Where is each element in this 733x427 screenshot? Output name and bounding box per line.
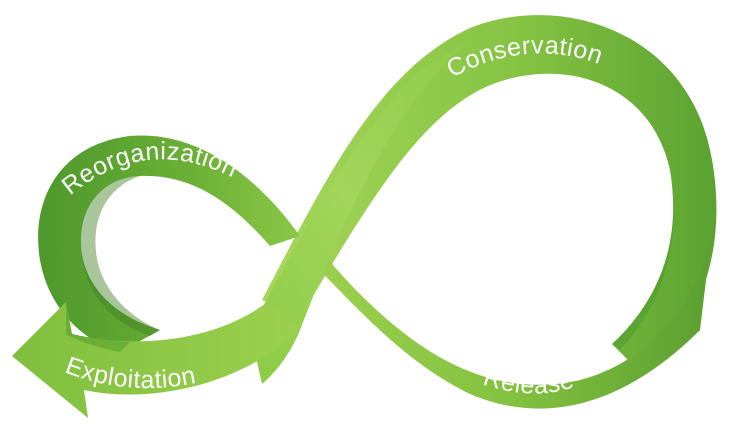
conservation-band-shadow (612, 146, 674, 350)
release-band (300, 230, 712, 409)
reorganization-band (38, 135, 300, 352)
exploitation-arrow (12, 300, 300, 418)
crossing-band (250, 40, 470, 384)
reorganization-band-shadow (81, 176, 160, 336)
exploitation-arrow-fold (66, 302, 130, 352)
